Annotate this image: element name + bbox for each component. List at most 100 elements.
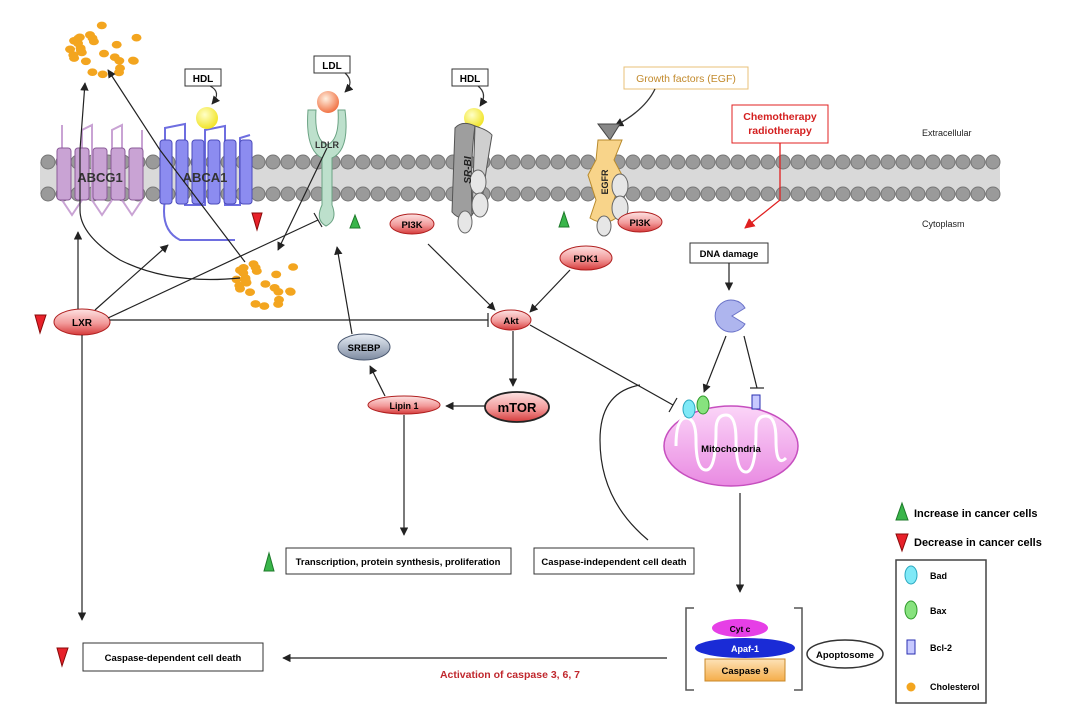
cyt-c-label: Cyt c	[730, 624, 751, 634]
lipid-head	[700, 186, 716, 202]
lipid-head	[925, 154, 941, 170]
lipid-head	[565, 154, 581, 170]
cholesterol-dot	[273, 288, 284, 296]
abca1-transporter: ABCA1	[159, 122, 253, 241]
cholesterol-dot	[74, 33, 85, 42]
lipin1-node: Lipin 1	[367, 395, 441, 415]
lipid-head	[565, 186, 581, 202]
transcription-box	[285, 547, 512, 575]
legend-cholesterol-icon	[906, 682, 916, 692]
legend: Increase in cancer cells Decrease in can…	[895, 501, 1042, 704]
caspase9-protein	[704, 658, 786, 682]
lipid-head	[520, 186, 536, 202]
cholesterol-dot	[80, 57, 91, 66]
legend-bax-label: Bax	[930, 606, 947, 616]
lipid-head	[355, 154, 371, 170]
lipid-head	[655, 154, 671, 170]
legend-increase-icon	[895, 501, 909, 521]
lipid-head	[895, 154, 911, 170]
lipid-head	[775, 186, 791, 202]
increase-marker-egfr	[558, 210, 570, 228]
lipid-head	[865, 186, 881, 202]
pdk1-node: PDK1	[559, 245, 613, 271]
lipid-head	[910, 154, 926, 170]
apoptosome-label: Apoptosome	[816, 650, 874, 661]
lipid-head	[415, 186, 431, 202]
cholesterol-dot	[114, 57, 125, 65]
cholesterol-dot	[131, 33, 142, 42]
caspase-activation-label: Activation of caspase 3, 6, 7	[440, 669, 580, 681]
dna-damage-label: DNA damage	[700, 249, 759, 260]
apaf1-protein	[695, 638, 795, 658]
legend-increase-label: Increase in cancer cells	[914, 508, 1038, 520]
mitochondria-label: Mitochondria	[701, 444, 761, 455]
lipid-head	[835, 186, 851, 202]
lipid-head	[145, 154, 161, 170]
lipid-head	[910, 186, 926, 202]
lipid-head	[625, 154, 641, 170]
ldl-box	[313, 55, 351, 74]
cholesterol-dot	[250, 300, 261, 308]
lipid-head	[970, 186, 986, 202]
lipid-head	[670, 186, 686, 202]
lipid-head	[400, 154, 416, 170]
lipid-head	[775, 154, 791, 170]
hdl-box-1	[184, 68, 222, 87]
lipid-head	[745, 154, 761, 170]
lipid-head	[760, 154, 776, 170]
akt-label: Akt	[503, 316, 519, 327]
caspase-dependent-label: Caspase-dependent cell death	[105, 653, 242, 664]
apaf1-label: Apaf-1	[731, 644, 759, 654]
cholesterol-dot	[245, 288, 255, 297]
caspase-independent-label: Caspase-independent cell death	[541, 557, 686, 568]
pathway-connectors	[73, 69, 764, 663]
egfr-label: EGFR	[600, 169, 610, 195]
bcl2-protein	[751, 394, 761, 410]
legend-cholesterol-label: Cholesterol	[930, 682, 980, 692]
extracellular-label: Extracellular	[922, 128, 972, 138]
cholesterol-dot	[288, 263, 299, 271]
lipid-head	[700, 154, 716, 170]
lipid-head	[355, 186, 371, 202]
lipid-head	[280, 154, 296, 170]
lipid-head	[670, 154, 686, 170]
cholesterol-dot	[99, 49, 109, 58]
lipid-head	[820, 186, 836, 202]
lipid-head	[550, 186, 566, 202]
cholesterol-dot	[73, 39, 83, 48]
lipid-head	[280, 186, 296, 202]
lxr-label: LXR	[72, 318, 93, 329]
cholesterol-dot	[128, 57, 139, 65]
cholesterol-dot	[87, 68, 98, 76]
legend-bcl2-icon	[906, 639, 916, 655]
ldlr-label: LDLR	[315, 140, 339, 150]
legend-box	[895, 559, 987, 704]
cholesterol-dot	[115, 64, 125, 72]
lipid-head	[550, 154, 566, 170]
apoptosome-bubble	[806, 639, 884, 669]
decrease-marker-caspase-dependent	[56, 647, 69, 668]
caspase9-label: Caspase 9	[721, 666, 768, 677]
lipid-head	[820, 154, 836, 170]
growth-factors-box	[623, 66, 749, 90]
lipid-head	[40, 186, 56, 202]
legend-bad-label: Bad	[930, 571, 947, 581]
lipid-head	[985, 186, 1001, 202]
legend-bad-icon	[904, 565, 918, 585]
cholesterol-dot	[240, 276, 251, 285]
abcg1-label: ABCG1	[77, 170, 123, 185]
chemotherapy-label-line2: radiotherapy	[748, 125, 812, 137]
cholesterol-dot	[96, 21, 107, 30]
lipid-head	[655, 186, 671, 202]
lipid-head	[145, 186, 161, 202]
lxr-node: LXR	[53, 308, 111, 336]
lipid-head	[790, 186, 806, 202]
mtor-node: mTOR	[484, 391, 550, 423]
lipid-head	[730, 154, 746, 170]
lipid-head	[535, 154, 551, 170]
lipid-head	[985, 154, 1001, 170]
cholesterol-dot	[259, 302, 270, 310]
cholesterol-cluster-top	[65, 21, 142, 79]
srbi-receptor: SR-BI	[451, 122, 493, 234]
